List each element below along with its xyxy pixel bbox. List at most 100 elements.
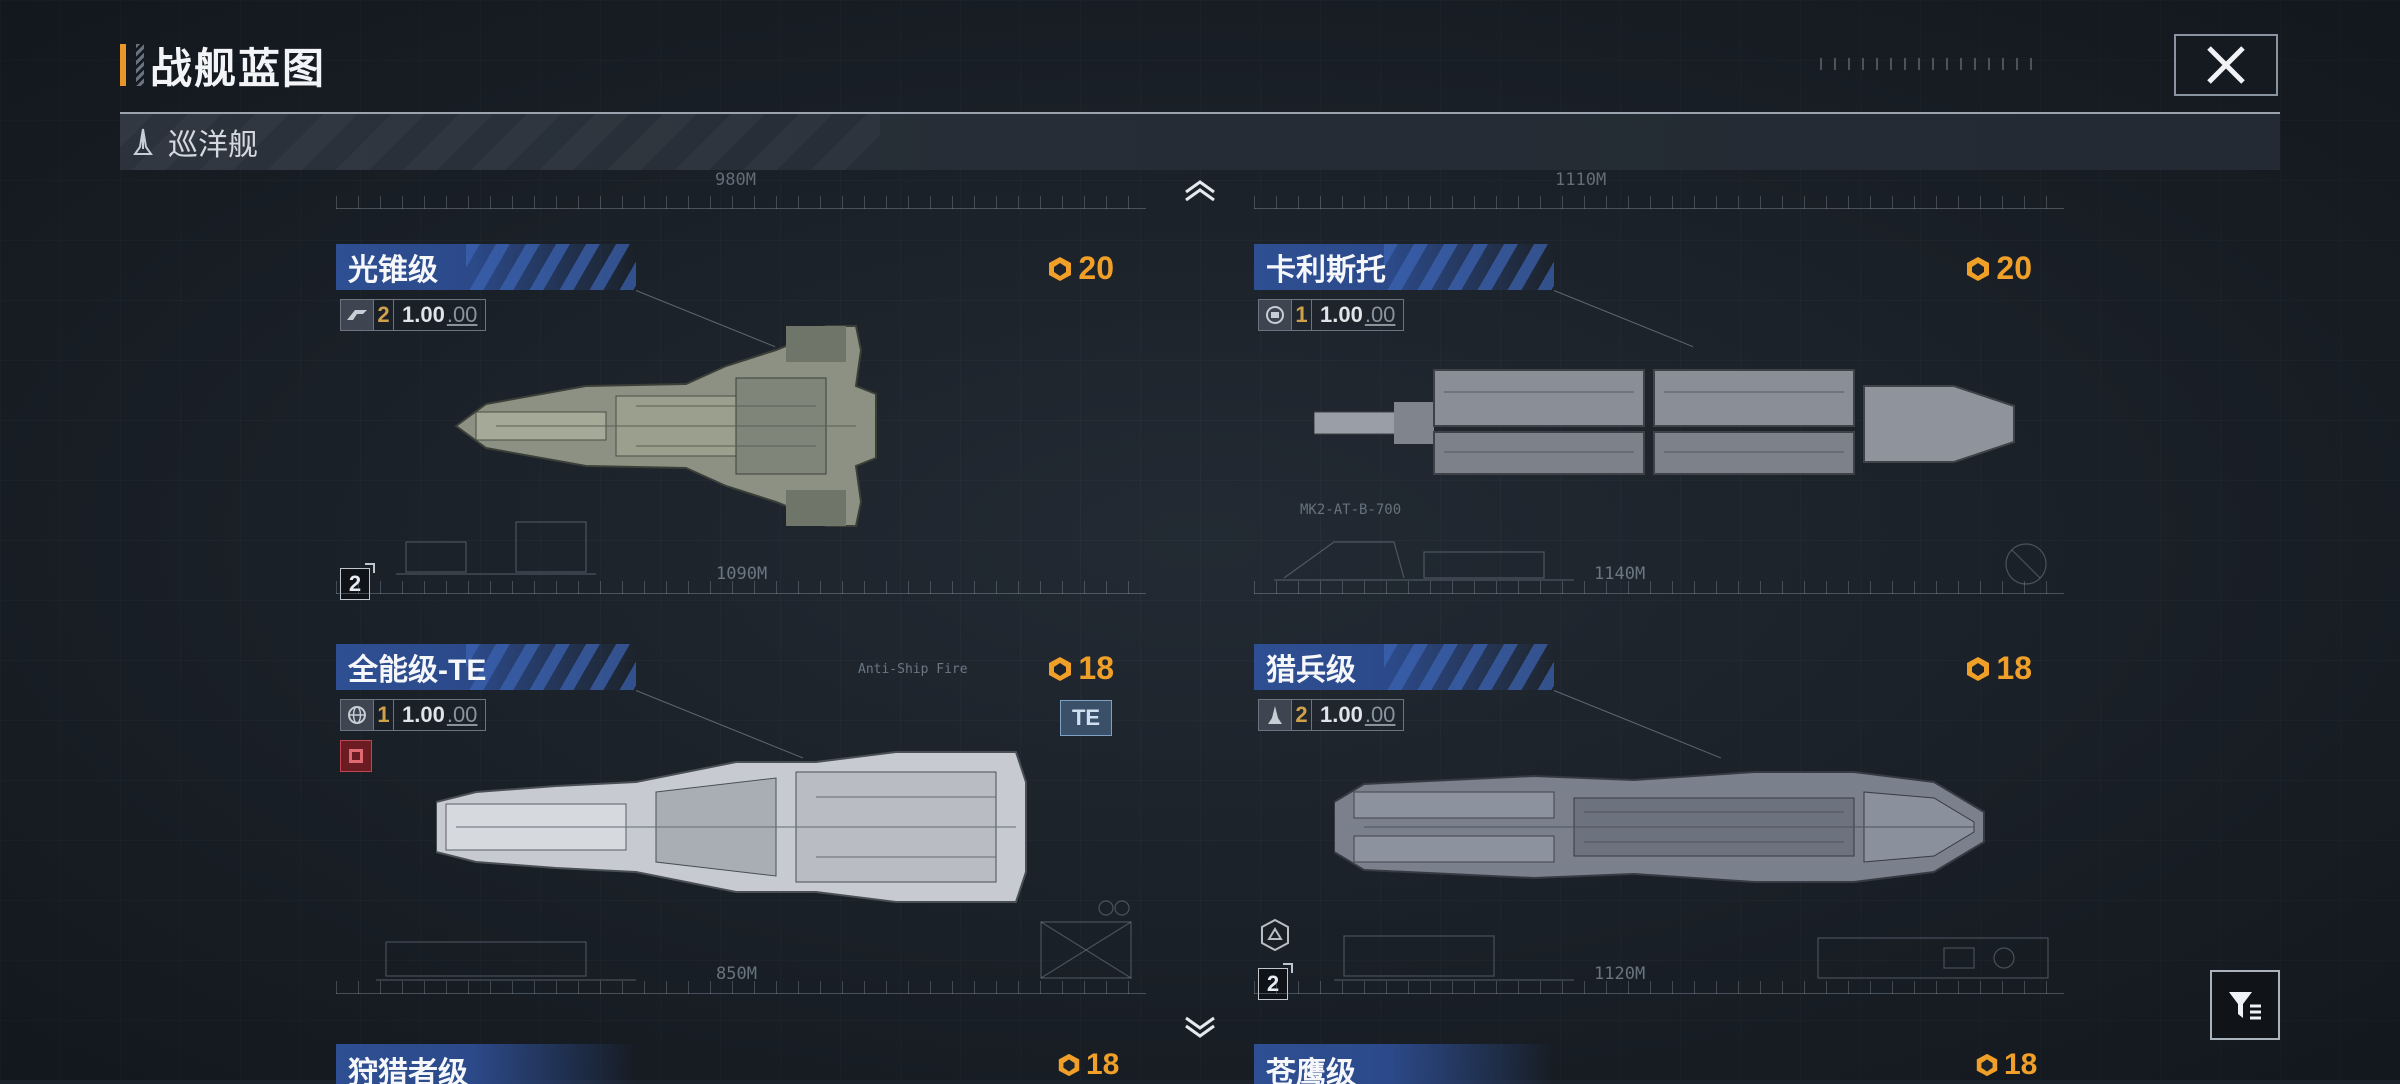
cost-value: 18 xyxy=(1996,650,2032,686)
ship-card-5-partial[interactable]: 狩猎者级 xyxy=(336,1044,636,1084)
blueprint-coin-icon xyxy=(1058,1053,1080,1077)
title-accent xyxy=(120,44,126,86)
cost-value: 20 xyxy=(1078,250,1114,286)
ship-name: 猎兵级 xyxy=(1266,654,1356,687)
ship-name-plate: 光锥级 xyxy=(336,244,636,290)
ship-length: 1090M xyxy=(716,564,768,584)
blueprint-panel-sketch xyxy=(1817,937,2049,979)
globe-icon xyxy=(348,706,366,724)
faction-logo-badge xyxy=(340,299,374,331)
ship-name-plate: 卡利斯托 xyxy=(1254,244,1554,290)
ship-card-1[interactable]: 光锥级 20 2 1.00.00 2 xyxy=(336,222,1146,602)
length-ruler xyxy=(336,581,1146,594)
rocket-icon xyxy=(1268,706,1282,724)
blueprint-sketch xyxy=(376,941,636,981)
ship-name: 全能级-TE xyxy=(348,654,487,687)
blueprint-coin-icon xyxy=(1967,256,1990,281)
stat-value: 1.00.00 xyxy=(1312,299,1405,331)
leader-line xyxy=(1553,290,1694,348)
cost-value: 18 xyxy=(1086,1048,1120,1081)
annotation-text: Anti-Ship Fire xyxy=(858,662,968,677)
tier-badge: 2 xyxy=(340,563,375,600)
cruiser-icon xyxy=(133,128,153,155)
decorative-ticks xyxy=(1820,58,2040,70)
top-length-right: 1110M xyxy=(1555,170,1607,190)
page-title-bar: 战舰蓝图 xyxy=(120,40,326,92)
cost-value: 18 xyxy=(1078,650,1114,686)
tier-badge: 2 xyxy=(1258,963,1293,1000)
length-ruler xyxy=(1254,981,2064,994)
ship-card-3[interactable]: 全能级-TE 18 1 1.00.00 TE Anti-Ship Fire xyxy=(336,622,1146,1002)
stat-level: 2 xyxy=(374,299,394,331)
ship-length: 850M xyxy=(716,964,757,984)
chevron-down-icon xyxy=(1185,1016,1215,1038)
rocket-badge xyxy=(1258,699,1292,731)
ship-name: 狩猎者级 xyxy=(348,1057,468,1084)
ship-length: 1140M xyxy=(1594,564,1646,584)
ship-name-plate: 全能级-TE xyxy=(336,644,636,690)
ship-cost: 18 xyxy=(1964,650,2032,687)
blueprint-coin-icon xyxy=(1976,1053,1998,1077)
top-ruler-left xyxy=(336,196,1146,209)
faction-emblem-badge xyxy=(1258,299,1292,331)
ship-image xyxy=(1334,771,1985,883)
ship-image xyxy=(1314,369,2015,475)
stat-dim: .00 xyxy=(446,702,478,727)
blueprint-coin-icon xyxy=(1049,256,1072,281)
blueprint-coin-icon xyxy=(1967,656,1990,681)
scroll-up-button[interactable] xyxy=(1180,176,1220,206)
stat-value: 1.00.00 xyxy=(1312,699,1405,731)
ship-name: 卡利斯托 xyxy=(1266,254,1386,287)
blueprint-coin-icon xyxy=(1049,656,1072,681)
stat-main: 1.00 xyxy=(402,302,445,327)
special-badge-icon xyxy=(349,749,363,763)
stat-main: 1.00 xyxy=(1320,302,1363,327)
cost-value: 20 xyxy=(1996,250,2032,286)
stat-level: 1 xyxy=(1292,299,1312,331)
close-button[interactable] xyxy=(2174,34,2278,96)
length-ruler xyxy=(336,981,1146,994)
ship-name: 苍鹰级 xyxy=(1266,1057,1356,1084)
stat-dim: .00 xyxy=(1364,702,1396,727)
ship-card-6-partial[interactable]: 苍鹰级 xyxy=(1254,1044,1554,1084)
ship-name: 光锥级 xyxy=(348,254,438,287)
blueprint-sketch xyxy=(396,521,596,575)
length-ruler xyxy=(1254,581,2064,594)
top-length-left: 980M xyxy=(715,170,756,190)
stat-dim: .00 xyxy=(1364,302,1396,327)
ship-image xyxy=(436,751,1027,903)
ship-stat-row: 1 1.00.00 xyxy=(1258,298,1405,332)
te-badge: TE xyxy=(1060,700,1112,736)
ship-stat-row: 2 1.00.00 xyxy=(340,298,487,332)
category-bar[interactable]: 巡洋舰 xyxy=(120,112,2280,170)
model-code: MK2-AT-B-700 xyxy=(1300,502,1402,518)
chevron-up-icon xyxy=(1185,180,1215,202)
title-stripe xyxy=(136,44,144,86)
stat-value: 1.00.00 xyxy=(394,299,487,331)
blueprint-circle-sketch xyxy=(2005,543,2047,585)
stat-dim: .00 xyxy=(446,302,478,327)
faction-logo-icon xyxy=(347,310,367,320)
cost-value: 18 xyxy=(2004,1048,2038,1081)
special-badge xyxy=(340,740,372,772)
ship-cost: 20 xyxy=(1046,250,1114,287)
category-label: 巡洋舰 xyxy=(168,129,258,162)
ship-stat-row: 1 1.00.00 xyxy=(340,698,487,732)
leader-line xyxy=(1553,690,1722,759)
ship-card-2[interactable]: 卡利斯托 20 1 1.00.00 MK2-AT- xyxy=(1254,222,2064,602)
scroll-down-button[interactable] xyxy=(1180,1012,1220,1042)
ship-cost-partial: 18 xyxy=(1974,1048,2037,1082)
close-icon xyxy=(2207,46,2245,84)
stat-value: 1.00.00 xyxy=(394,699,487,731)
stat-level: 2 xyxy=(1292,699,1312,731)
ship-card-4[interactable]: 猎兵级 18 2 1.00.00 2 xyxy=(1254,622,2064,1002)
globe-badge xyxy=(340,699,374,731)
filter-icon xyxy=(2229,992,2261,1020)
ship-cost: 18 xyxy=(1046,650,1114,687)
filter-button[interactable] xyxy=(2210,970,2280,1040)
ship-length: 1120M xyxy=(1594,964,1646,984)
ship-cost: 20 xyxy=(1964,250,2032,287)
stat-level: 1 xyxy=(374,699,394,731)
blueprint-sketch xyxy=(1334,935,1574,981)
ship-stat-row: 2 1.00.00 xyxy=(1258,698,1405,732)
